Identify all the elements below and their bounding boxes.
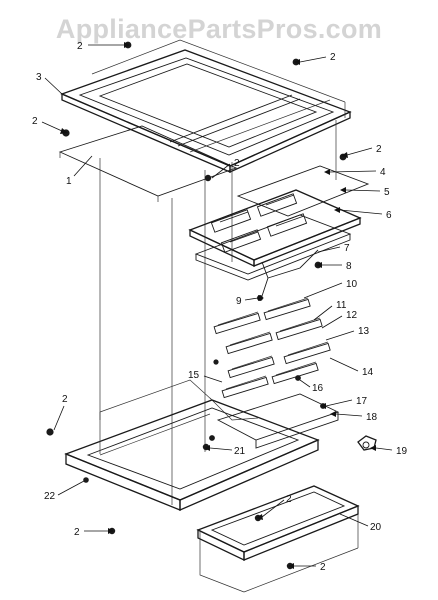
- callout-11: 11: [336, 300, 347, 311]
- callout-1: 1: [66, 176, 72, 187]
- callout-5: 5: [384, 187, 390, 198]
- callout-2: 2: [320, 562, 326, 573]
- callout-8: 8: [346, 261, 352, 272]
- leader-lines: [41, 44, 393, 567]
- callout-7: 7: [344, 243, 350, 254]
- callout-3: 3: [36, 72, 42, 83]
- arrow-heads: [60, 42, 376, 569]
- callout-2: 2: [77, 41, 83, 52]
- callout-22: 22: [44, 491, 56, 502]
- hinge-bracket: [357, 435, 377, 451]
- callout-10: 10: [346, 279, 358, 290]
- callout-2: 2: [376, 144, 382, 155]
- callout-15: 15: [188, 370, 200, 381]
- callout-17: 17: [356, 396, 368, 407]
- top-outline: [91, 39, 346, 118]
- callout-21: 21: [234, 446, 246, 457]
- screws: [46, 41, 347, 570]
- callout-9: 9: [236, 296, 242, 307]
- callout-4: 4: [380, 167, 386, 178]
- heater-assembly: [188, 165, 370, 301]
- callout-2: 2: [330, 52, 336, 63]
- callout-16: 16: [312, 383, 324, 394]
- callout-2: 2: [74, 527, 80, 538]
- callout-19: 19: [396, 446, 408, 457]
- callout-20: 20: [370, 522, 382, 533]
- callout-2: 2: [32, 116, 38, 127]
- lamp-strips: [213, 297, 331, 399]
- callout-2: 2: [234, 158, 240, 169]
- callout-12: 12: [346, 310, 358, 321]
- callout-13: 13: [358, 326, 370, 337]
- drip-tray: [196, 485, 360, 593]
- callout-18: 18: [366, 412, 378, 423]
- base-frame: [64, 379, 320, 511]
- callout-2: 2: [62, 394, 68, 405]
- callout-6: 6: [386, 210, 392, 221]
- top-frame: [60, 49, 352, 174]
- callout-14: 14: [362, 367, 374, 378]
- callout-2: 2: [286, 494, 292, 505]
- bottom-bracket: [209, 393, 340, 449]
- cabinet-lines: [99, 120, 337, 505]
- glass-panel: [58, 125, 238, 202]
- callout-labels: 2 2 3 2 1 2 2 4 5 6 7 8 9 10 11 12 13 14…: [32, 41, 408, 573]
